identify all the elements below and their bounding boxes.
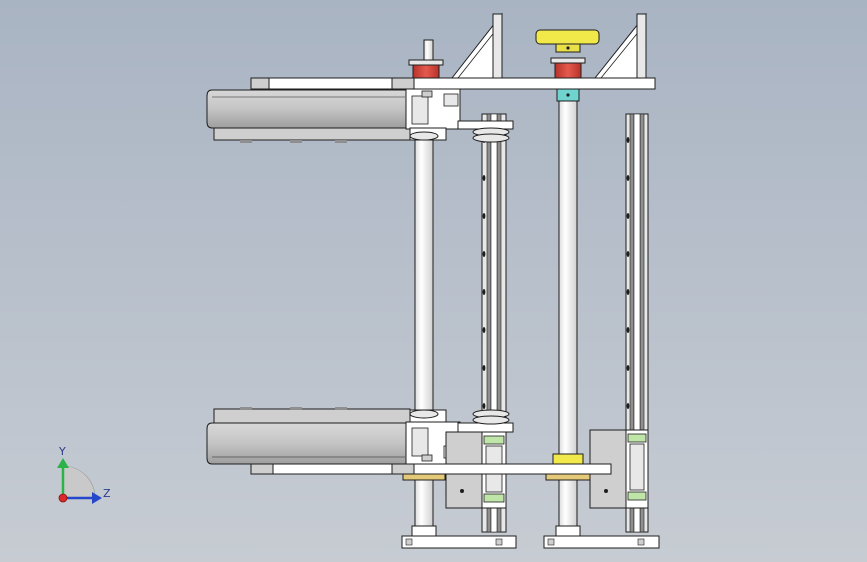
rail-hole: [626, 289, 630, 295]
linear-rail-right: [625, 113, 649, 533]
base-foot-right: [543, 525, 660, 549]
top-mounting-plate: [250, 77, 656, 90]
top-plate-end-cap: [250, 77, 270, 90]
top-chain-bracket: [405, 88, 514, 143]
top-gusset-right: [593, 12, 647, 79]
rail-hole: [482, 251, 486, 257]
rail-hole: [626, 365, 630, 371]
collar-left: [402, 473, 446, 481]
z-axis-label: Z: [103, 487, 111, 500]
rail-hole: [482, 327, 486, 333]
top-sprocket-left: [408, 39, 444, 79]
bottom-drag-chain: [206, 407, 415, 465]
y-axis-label: Y: [58, 445, 66, 458]
triad-wedge: [62, 465, 96, 499]
top-bearing: [556, 88, 580, 102]
rail-hole: [482, 403, 486, 409]
rail-hole: [482, 365, 486, 371]
rail-hole: [482, 213, 486, 219]
top-sprocket-right: [550, 57, 586, 79]
bottom-crossbar: [250, 463, 612, 475]
x-axis-arrow-icon: [58, 493, 68, 503]
rail-hole: [626, 403, 630, 409]
collar-right: [545, 453, 591, 481]
rail-hole: [482, 175, 486, 181]
top-drag-chain: [206, 89, 415, 143]
top-plate-spacer: [391, 77, 415, 90]
coordinate-triad: Y Z: [57, 445, 111, 504]
rail-hole: [626, 327, 630, 333]
rail-hole: [626, 137, 630, 143]
rail-hole: [626, 213, 630, 219]
carriage-block-right: [589, 429, 649, 509]
top-gusset-left: [450, 12, 503, 79]
rail-hole: [626, 175, 630, 181]
base-foot-left: [401, 525, 517, 549]
bottom-plate-end-cap: [250, 463, 274, 475]
handwheel: [535, 29, 600, 53]
rail-hole: [482, 289, 486, 295]
rail-hole: [626, 251, 630, 257]
bottom-plate-spacer: [391, 463, 415, 475]
